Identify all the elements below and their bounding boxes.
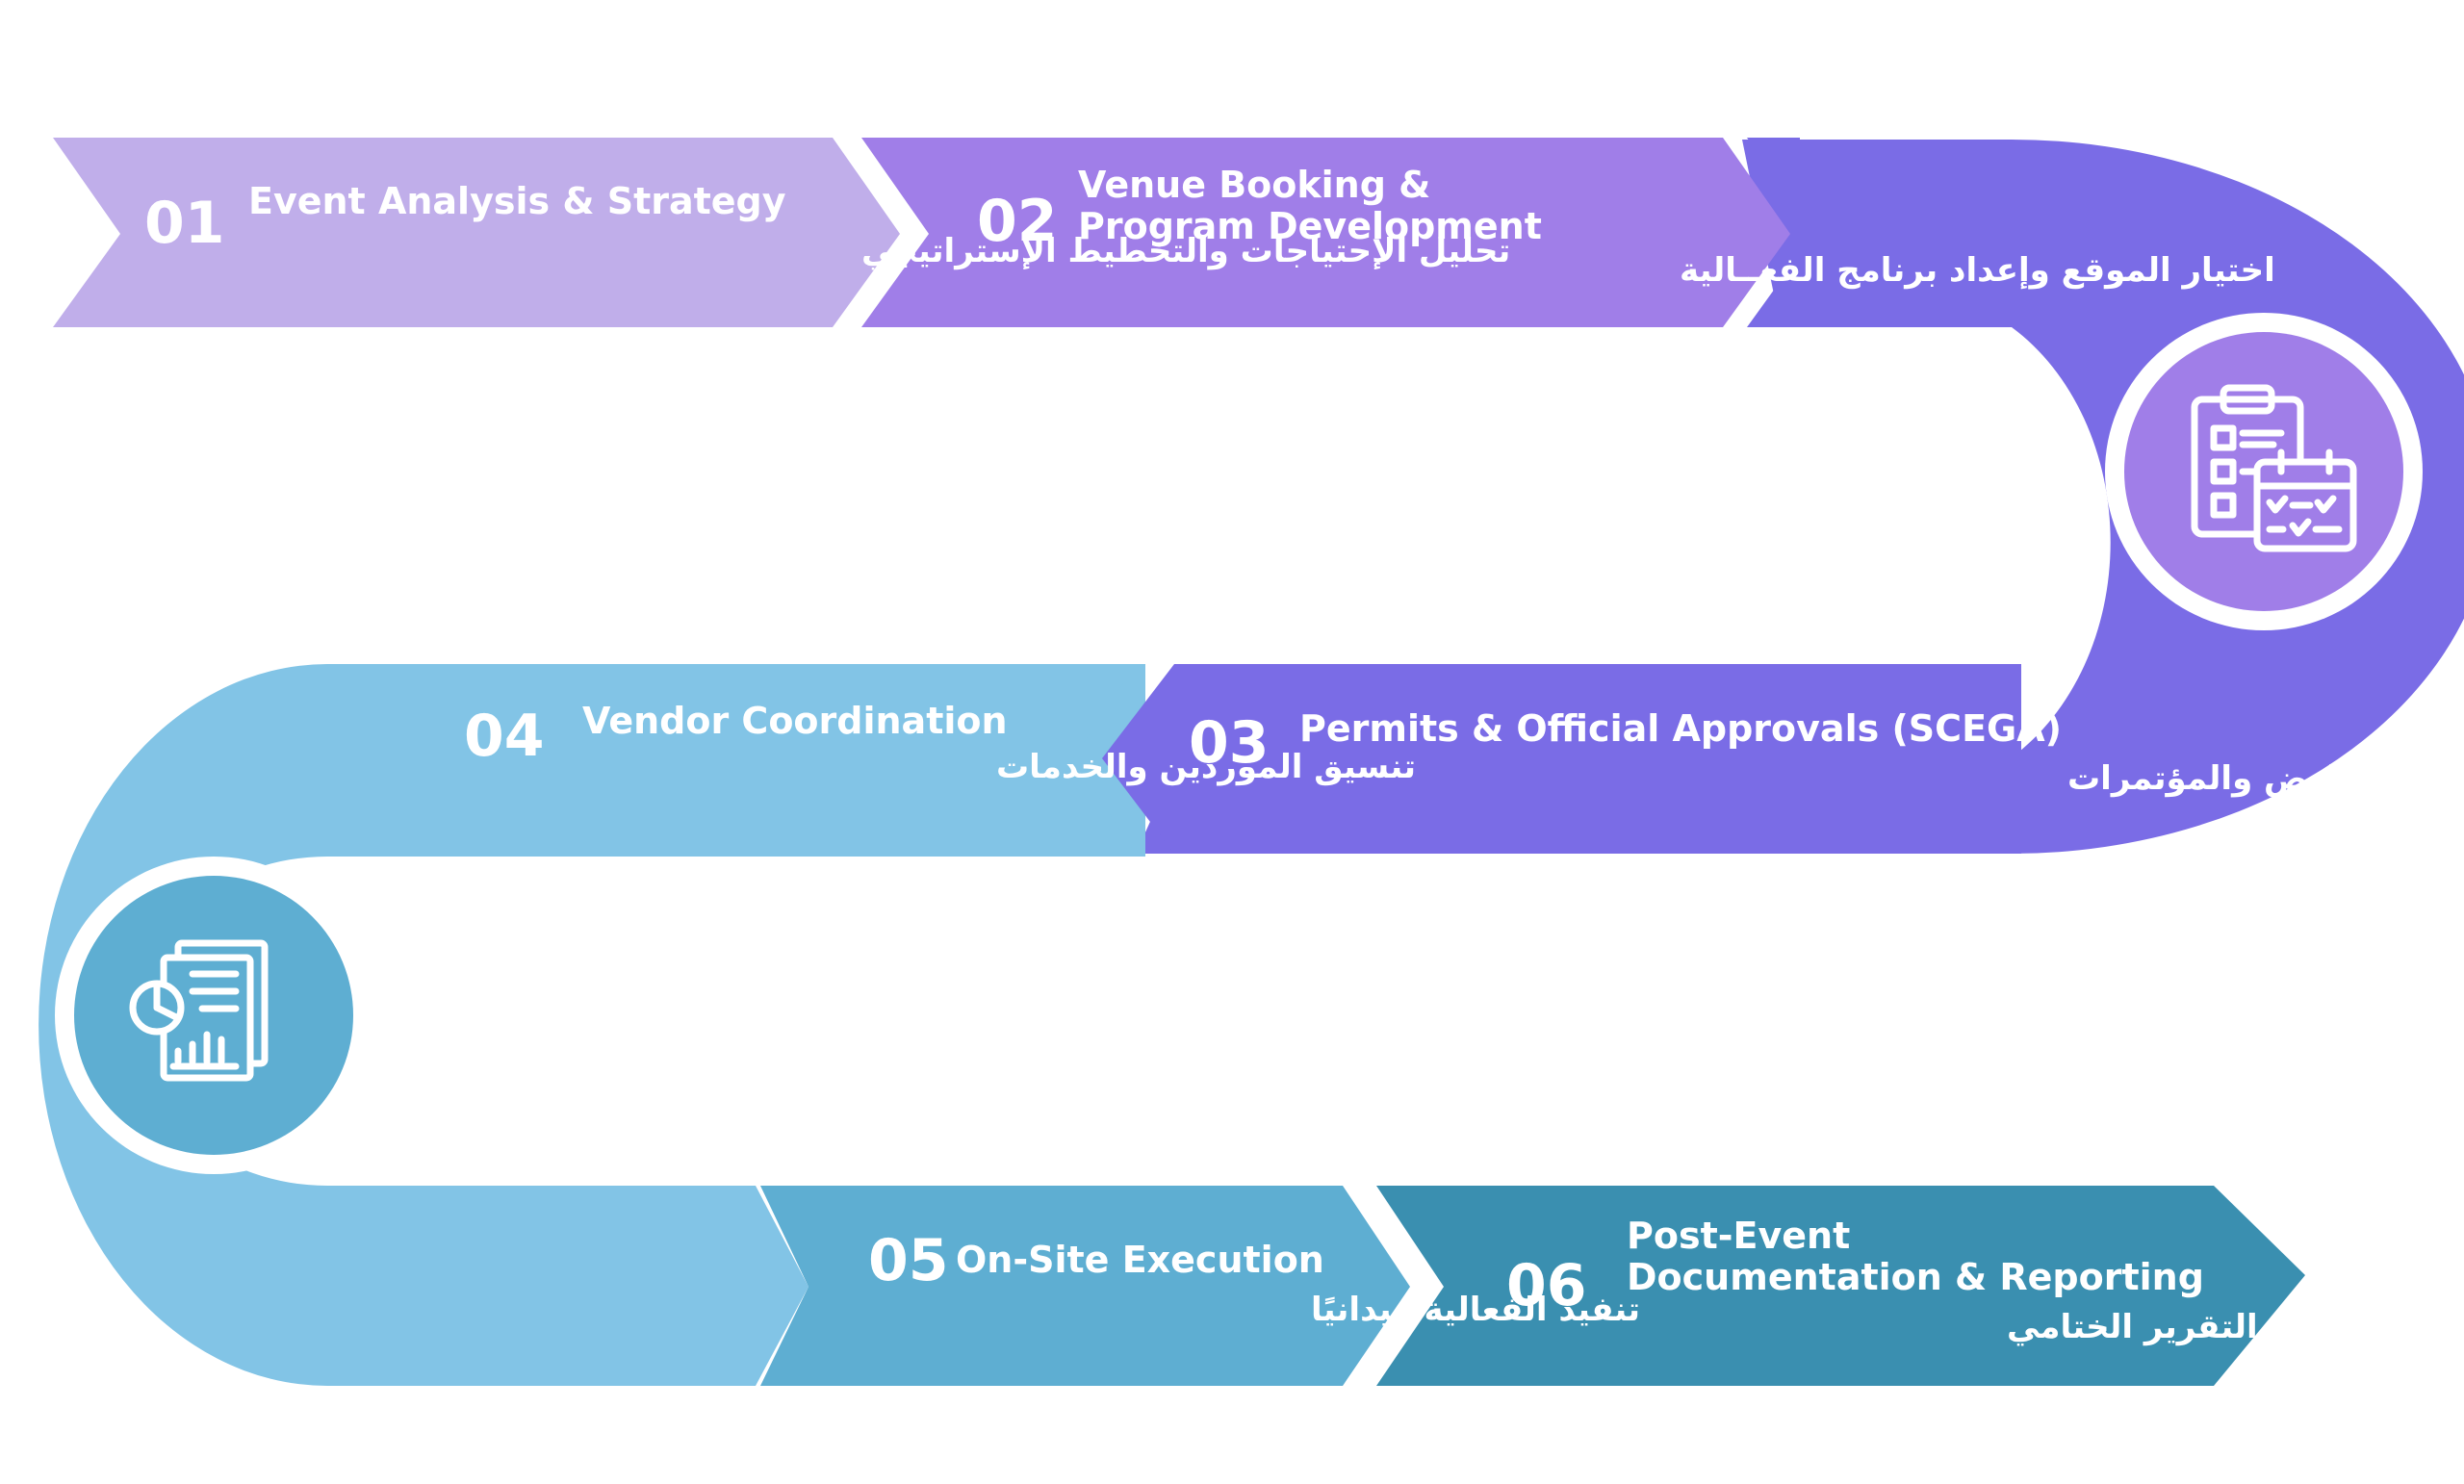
step-05-title: On-Site Execution [956, 1239, 1324, 1281]
step-01-number: 01 [144, 190, 225, 257]
step-04-chevron [424, 664, 1136, 854]
step-05-number: 05 [868, 1227, 949, 1294]
top-right-bend [1136, 140, 2464, 854]
report-chart-documents-icon [129, 939, 269, 1082]
clipboard-calendar-icon [2191, 384, 2357, 552]
step-06-arabic: التوثيق والتقرير الختامي [2007, 1308, 2402, 1346]
step-05-arabic: تنفيذ الفعالية ميدانيًا [1311, 1291, 1640, 1329]
step-06-number: 06 [1506, 1252, 1587, 1319]
step-02-arabic: اختيار الموقع وإعداد برنامج الفعــالية [1680, 251, 2275, 290]
step-01-title: Event Analysis & Strategy [248, 180, 786, 222]
step-02-tail [1747, 138, 1814, 327]
step-04-number: 04 [464, 703, 545, 770]
step-04-arabic: تنسيق الموردين والخدمات [996, 748, 1416, 786]
step-06-title-line1: Post-Event [1627, 1215, 1850, 1257]
step-01-chevron [53, 138, 900, 327]
step-04-title: Vendor Coordination [582, 700, 1008, 742]
step-03-number: 03 [1189, 709, 1270, 777]
step-01-arabic: تحليل الإحتياجات والتخطيط الإستراتيجي [861, 232, 1510, 270]
step-03-chevron [1102, 664, 2021, 854]
step-03-arabic: التصاريح الرسمية من هيئة المعارض والمؤتم… [2067, 759, 2464, 798]
step-03-title: Permits & Official Approvals (SCEGA) [1299, 707, 2062, 750]
step-02-chevron [861, 138, 1790, 327]
step-06-chevron [1376, 1186, 2305, 1386]
step-02-title-line2: Program Development [1078, 205, 1542, 247]
step-02-title-line1: Venue Booking & [1078, 164, 1430, 206]
step-06-title-line2: Documentation & Reporting [1627, 1256, 2204, 1298]
step-05-chevron [760, 1186, 1410, 1386]
step-02-number: 02 [977, 188, 1058, 255]
